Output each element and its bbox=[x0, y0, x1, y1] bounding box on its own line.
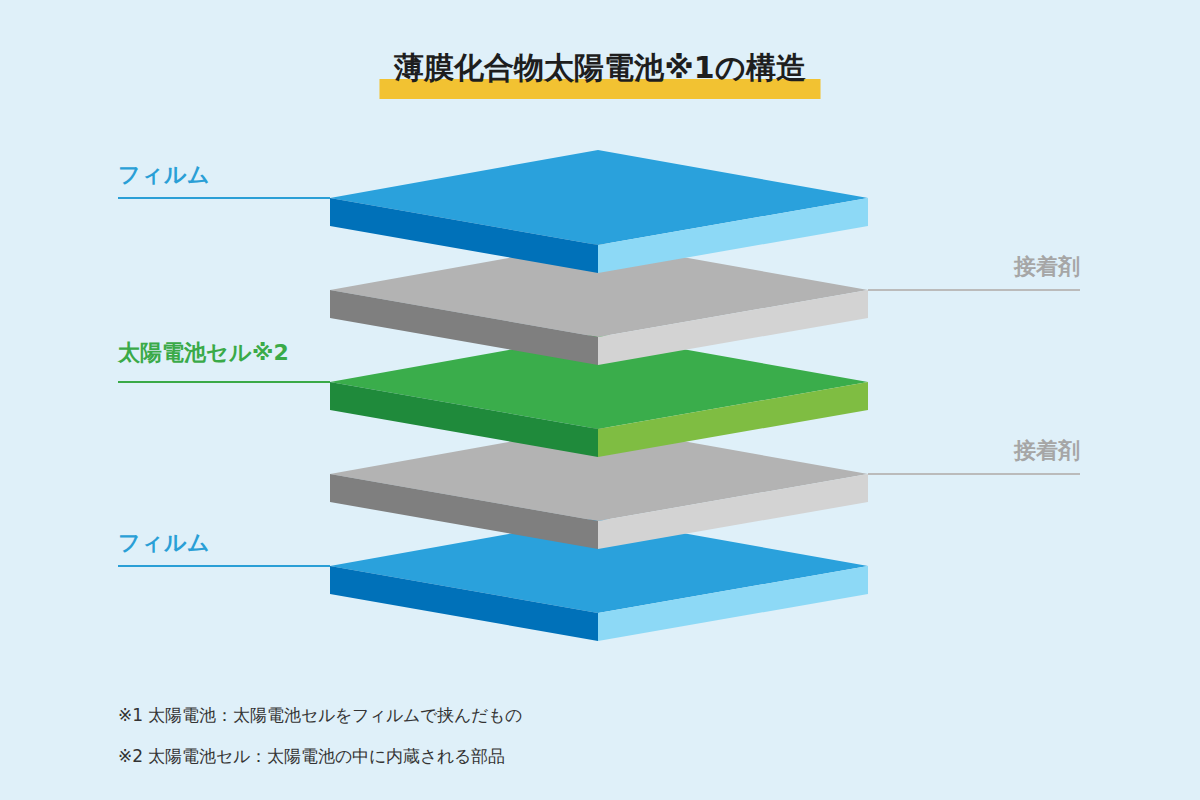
leader-line bbox=[118, 197, 330, 199]
footnote: ※2 太陽電池セル：太陽電池の中に内蔵される部品 bbox=[118, 746, 505, 766]
layer-label: フィルム bbox=[118, 530, 210, 556]
diagram-title: 薄膜化合物太陽電池※1の構造 bbox=[0, 50, 1200, 86]
leader-line bbox=[118, 565, 330, 567]
layer-label: フィルム bbox=[118, 162, 210, 188]
footnote: ※1 太陽電池：太陽電池セルをフィルムで挟んだもの bbox=[118, 705, 522, 725]
leader-line bbox=[118, 381, 330, 383]
title-text: 薄膜化合物太陽電池※1の構造 bbox=[394, 50, 805, 85]
film-layer bbox=[330, 150, 868, 273]
leader-line bbox=[868, 289, 1080, 291]
leader-line bbox=[868, 473, 1080, 475]
layer-label: 太陽電池セル※2 bbox=[118, 340, 289, 366]
layer-label: 接着剤 bbox=[1014, 254, 1080, 280]
layer-label: 接着剤 bbox=[1014, 438, 1080, 464]
